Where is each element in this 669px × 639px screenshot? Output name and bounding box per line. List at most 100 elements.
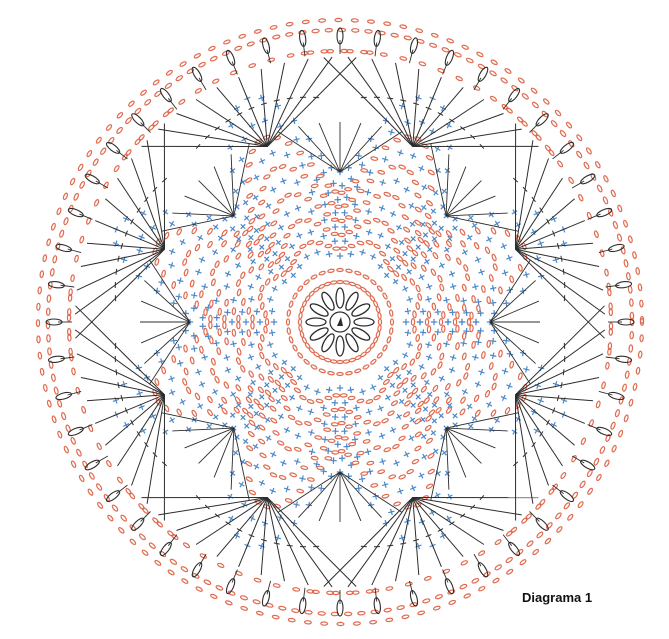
chain-stitch <box>426 437 433 444</box>
sc-stitch <box>201 283 208 290</box>
center-petal <box>335 287 345 309</box>
chain-stitch <box>138 533 146 541</box>
tall-stitch <box>216 497 268 557</box>
chain-stitch <box>623 259 629 268</box>
sc-stitch <box>258 157 266 165</box>
sc-stitch <box>195 368 202 376</box>
chain-stitch <box>311 28 320 34</box>
sc-stitch <box>213 297 220 305</box>
picot-leaf <box>580 459 596 471</box>
chain-stitch <box>445 240 452 248</box>
sc-stitch <box>275 239 282 246</box>
picot-leaf <box>47 280 65 289</box>
sc-stitch <box>364 188 372 196</box>
border-stitch <box>231 569 238 583</box>
sc-stitch <box>334 196 342 203</box>
sc-stitch <box>190 345 198 352</box>
chain-stitch <box>396 605 405 611</box>
chain-stitch <box>199 290 204 299</box>
chain-stitch <box>125 117 132 125</box>
chain-stitch <box>595 400 601 409</box>
chain-stitch <box>171 281 177 289</box>
chain-stitch <box>415 351 421 360</box>
chain-stitch <box>465 362 471 371</box>
sc-stitch <box>198 256 206 263</box>
chain-stitch <box>327 371 335 376</box>
sc-stitch <box>341 413 349 421</box>
chain-stitch <box>319 446 328 451</box>
stitch-crossbar <box>161 461 168 467</box>
chain-stitch <box>435 406 442 414</box>
chain-stitch <box>486 339 491 348</box>
chain-stitch <box>268 395 275 403</box>
chain-stitch <box>67 293 73 302</box>
chain-stitch <box>387 410 395 416</box>
chain-stitch <box>344 424 353 429</box>
chain-stitch <box>264 317 270 326</box>
sc-stitch <box>255 363 262 370</box>
stitch-crossbar <box>225 118 231 123</box>
chain-stitch <box>255 610 264 616</box>
chain-stitch <box>519 559 527 566</box>
chain-stitch <box>594 161 601 169</box>
sc-stitch <box>444 167 451 174</box>
sc-stitch <box>290 117 298 125</box>
tall-stitch <box>445 166 467 217</box>
chain-stitch <box>432 252 439 260</box>
sc-stitch <box>331 237 339 245</box>
chain-stitch <box>208 45 216 52</box>
sc-stitch <box>351 201 359 208</box>
chain-stitch <box>216 288 222 297</box>
stitch-crossbar <box>552 230 556 237</box>
chain-stitch <box>383 191 392 197</box>
chain-stitch <box>323 427 332 432</box>
chain-stitch <box>539 498 546 506</box>
tall-stitch <box>298 471 341 518</box>
chain-stitch <box>203 327 208 336</box>
sc-stitch <box>472 318 480 326</box>
sc-stitch <box>446 235 453 242</box>
tall-stitch <box>515 158 549 250</box>
chain-stitch <box>270 220 278 227</box>
chain-stitch <box>318 368 326 374</box>
sc-stitch <box>281 278 288 285</box>
chain-stitch <box>270 417 278 424</box>
chain-stitch <box>303 279 310 286</box>
chain-stitch <box>415 334 421 342</box>
chain-stitch <box>637 350 643 359</box>
chain-stitch <box>426 325 432 334</box>
chain-stitch <box>179 61 187 67</box>
chain-stitch <box>288 300 294 308</box>
tall-stitch <box>515 353 604 396</box>
chain-stitch <box>463 264 469 272</box>
sc-stitch <box>501 367 509 375</box>
sc-stitch <box>537 397 544 404</box>
sc-stitch <box>503 337 510 344</box>
chain-stitch <box>401 423 409 430</box>
chain-stitch <box>351 460 360 466</box>
chain-stitch <box>257 343 263 351</box>
chain-stitch <box>526 540 534 547</box>
chain-stitch <box>460 240 466 248</box>
chain-stitch <box>439 352 445 361</box>
sc-stitch <box>384 394 392 401</box>
sc-stitch <box>341 399 349 407</box>
sc-stitch <box>506 254 513 262</box>
chain-stitch <box>401 363 408 371</box>
sc-stitch <box>168 262 175 269</box>
stitch-crossbar <box>449 118 455 123</box>
chain-stitch <box>428 228 436 235</box>
chain-stitch <box>364 29 373 34</box>
chain-stitch <box>330 407 339 413</box>
sc-stitch <box>307 408 315 416</box>
chain-stitch <box>306 477 315 482</box>
sc-stitch <box>377 263 384 270</box>
sc-stitch <box>255 274 262 281</box>
chain-stitch <box>461 283 467 292</box>
chain-stitch <box>401 214 409 221</box>
sc-stitch <box>378 432 386 440</box>
chain-stitch <box>113 164 120 173</box>
sc-stitch <box>330 180 337 187</box>
sc-stitch <box>158 279 165 286</box>
chain-stitch <box>456 379 462 387</box>
